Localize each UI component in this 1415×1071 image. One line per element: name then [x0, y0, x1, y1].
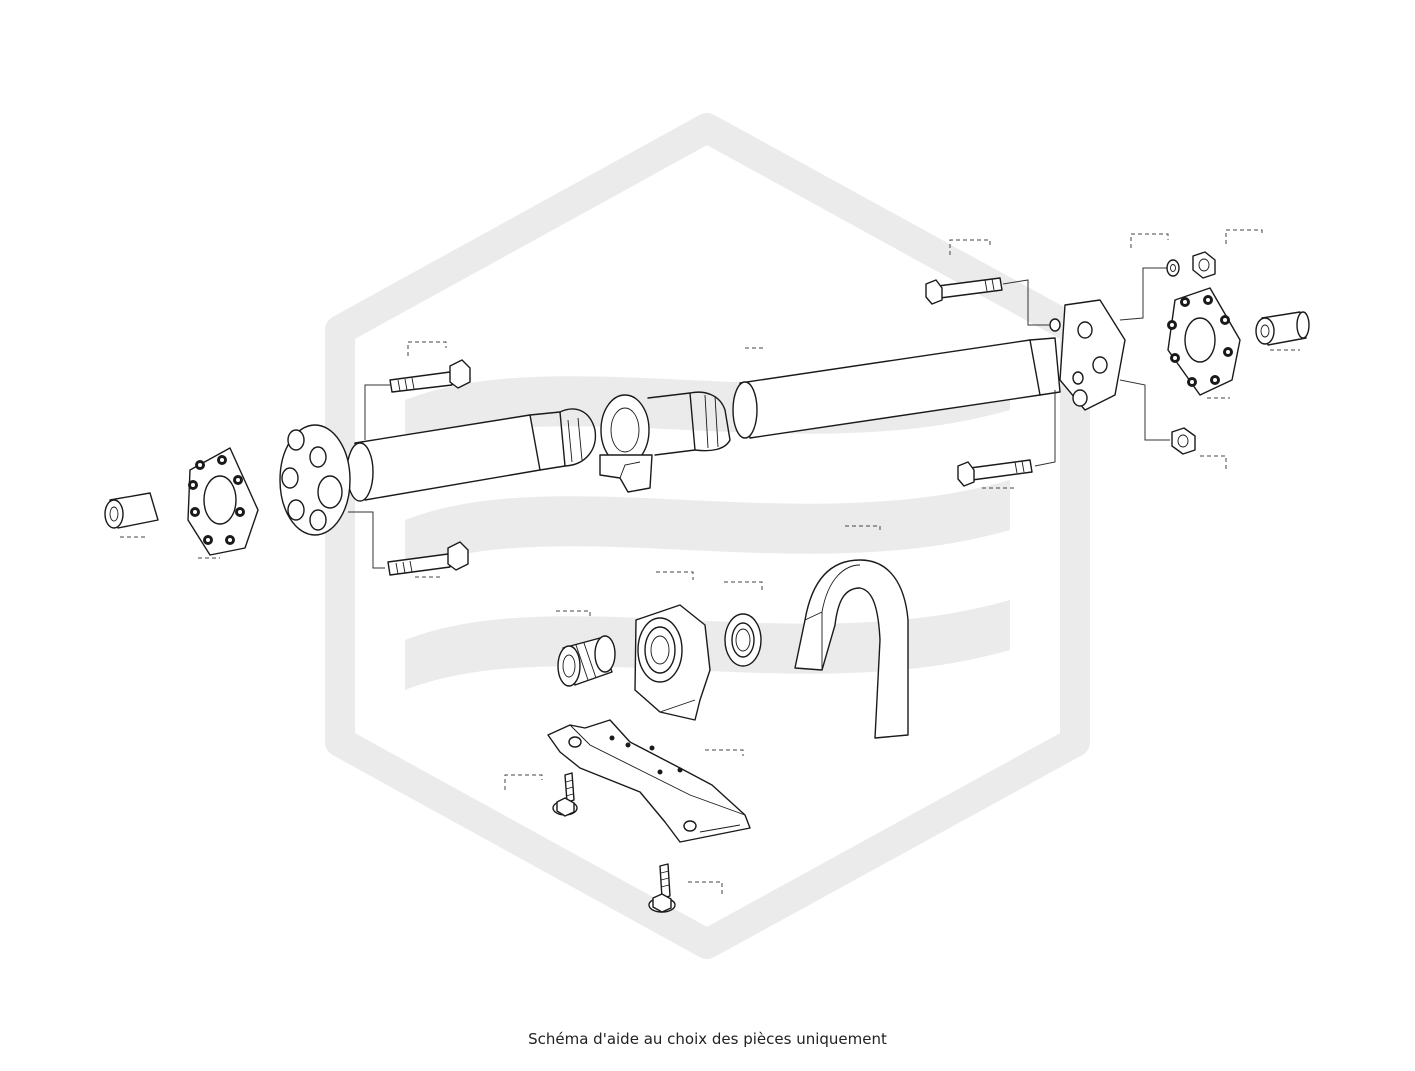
- rear-centering-bushing[interactable]: [104, 492, 159, 529]
- heat-shield-bracket[interactable]: [794, 559, 909, 739]
- front-bolt-lower[interactable]: [957, 459, 1033, 487]
- bracket-screw-right[interactable]: [648, 863, 676, 913]
- center-bearing-mount[interactable]: [634, 604, 711, 721]
- shaft-seal-sleeve[interactable]: [557, 635, 616, 687]
- washer[interactable]: [1166, 259, 1180, 277]
- nut-lower[interactable]: [1171, 427, 1196, 455]
- part-label-placeholders: [120, 229, 1300, 896]
- rear-bolt-lower[interactable]: [387, 541, 469, 576]
- bracket-screw-left[interactable]: [552, 772, 578, 817]
- propeller-shaft[interactable]: [346, 337, 1061, 502]
- mounting-bracket-plate[interactable]: [547, 719, 751, 843]
- nut-upper[interactable]: [1192, 251, 1216, 279]
- front-bolt-upper[interactable]: [925, 277, 1003, 305]
- bearing-ring[interactable]: [724, 613, 762, 667]
- front-shaft-flange[interactable]: [1049, 299, 1126, 411]
- diagram-caption: Schéma d'aide au choix des pièces unique…: [528, 1030, 887, 1048]
- rear-flex-disc[interactable]: [187, 447, 259, 556]
- front-centering-bushing[interactable]: [1255, 311, 1310, 346]
- rear-shaft-flange[interactable]: [279, 424, 351, 536]
- leader-lines: [348, 267, 1170, 569]
- front-flex-disc[interactable]: [1167, 287, 1241, 396]
- rear-bolt-upper[interactable]: [389, 359, 471, 393]
